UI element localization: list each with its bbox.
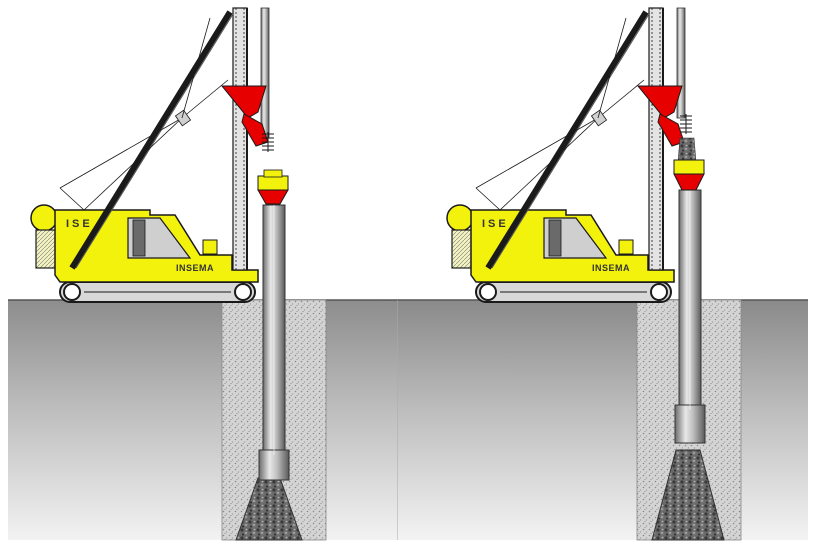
boom-right: [475, 10, 650, 270]
ground-left: [8, 300, 398, 540]
rig-brand-label: ISE: [66, 218, 93, 230]
rig-name-label: INSEMA: [176, 263, 214, 273]
concrete-hopper-icon: [220, 85, 289, 205]
rig-brand-label: ISE: [482, 218, 509, 230]
counterweight-right: [446, 204, 474, 232]
panel-right: ISE INSEMA: [398, 7, 808, 541]
ground-right: [398, 300, 808, 540]
concrete-hopper-right: [636, 85, 705, 191]
casing-bottom-right: [674, 404, 706, 444]
track-right: [475, 281, 672, 303]
concrete-plug-right: [651, 449, 725, 541]
panel-left: ISE INSEMA: [8, 7, 398, 541]
rig-name-label: INSEMA: [592, 263, 630, 273]
boom-left: [59, 10, 234, 270]
mast-right: [648, 7, 686, 271]
piling-rig-right: ISE INSEMA: [470, 209, 675, 283]
mast-left: [232, 7, 270, 271]
piling-rig-icon: ISE INSEMA: [54, 209, 259, 283]
track-left: [59, 281, 256, 303]
counterweight-left: [30, 204, 58, 232]
